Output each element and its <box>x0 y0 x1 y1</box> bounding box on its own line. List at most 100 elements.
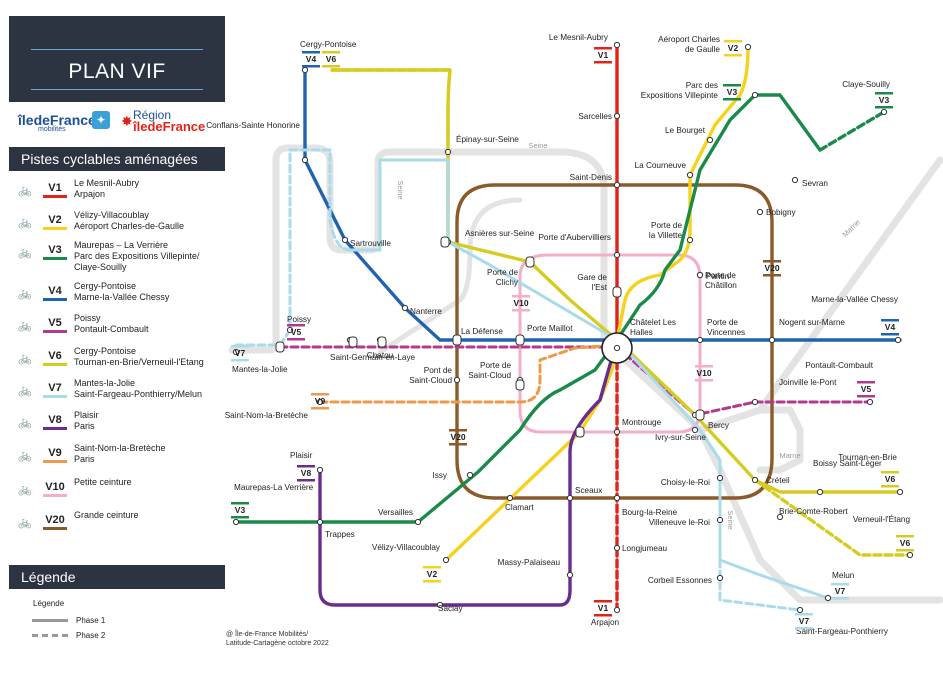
line-endpoint-text: Arpajon <box>74 189 106 199</box>
phase1-sample <box>32 619 68 622</box>
badge-color-top <box>322 51 340 54</box>
station-stop <box>880 108 888 116</box>
line-v7-south <box>718 558 802 612</box>
badge-color-top <box>297 465 315 468</box>
station-stop <box>686 171 694 179</box>
line-endpoint-text: Marne-la-Vallée Chessy <box>74 292 170 302</box>
badge-color-top <box>423 566 441 569</box>
phase1-label: Phase 1 <box>76 616 106 625</box>
river-label-seine-south: Seine <box>726 510 735 529</box>
line-badge-label: V3 <box>879 95 890 105</box>
marne-river <box>756 156 943 414</box>
station-label: Poissy <box>287 315 312 324</box>
station-label: Arpajon <box>591 618 620 627</box>
line-color-swatch <box>43 427 67 430</box>
badge-color-bottom <box>724 54 742 57</box>
badge-color-bottom <box>723 98 741 101</box>
line-color-swatch <box>43 460 67 463</box>
line-endpoint-text: Parc des Expositions Villepinte/ <box>74 251 200 261</box>
station-stop <box>691 426 699 434</box>
line-endpoint-text: Pontault-Combault <box>74 324 149 334</box>
station-label: Sevran <box>802 179 828 188</box>
badge-color-bottom <box>231 359 249 362</box>
station-label: Massy-Palaiseau <box>498 558 561 567</box>
station-label: Marne-la-Vallée Chessy <box>811 295 899 304</box>
badge-color-bottom <box>831 597 849 600</box>
bicycle-icon: 🚲 <box>18 353 32 365</box>
station-label: La Défense <box>461 327 503 336</box>
badge-color-top <box>723 84 741 87</box>
station-label: Saint-Germain-en-Laye <box>330 353 416 362</box>
seine-river-west <box>377 197 523 355</box>
interchange-stop <box>695 409 705 421</box>
bicycle-icon: 🚲 <box>18 247 32 259</box>
station-label: l'Est <box>592 283 608 292</box>
line-endpoint-text: Grande ceinture <box>74 510 139 520</box>
badge-color-top <box>831 583 849 586</box>
badge-color-bottom <box>896 549 914 552</box>
title-rule-bottom <box>31 89 203 90</box>
line-endpoint-text: Cergy-Pontoise <box>74 346 137 356</box>
interchange-stop <box>515 334 525 346</box>
interchange-stop <box>575 426 585 438</box>
interchange-stop <box>377 336 387 348</box>
badge-color-top <box>763 260 781 263</box>
line-color-swatch <box>43 330 67 333</box>
badge-color-top <box>287 324 305 327</box>
badge-color-bottom <box>231 516 249 519</box>
line-badge-v2: V2 <box>423 566 441 583</box>
bicycle-icon: 🚲 <box>18 288 32 300</box>
line-badge-v7: V7 <box>831 583 849 600</box>
station-stop <box>716 516 724 524</box>
station-label: Bobigny <box>766 208 796 217</box>
line-endpoint-text: Le Mesnil-Aubry <box>74 178 140 188</box>
line-v7-west <box>234 148 352 347</box>
station-label: Sartrouville <box>350 239 391 248</box>
station-label: Saclay <box>438 604 463 613</box>
line-badge-label: V6 <box>326 54 337 64</box>
station-stop <box>751 91 759 99</box>
badge-color-bottom <box>297 479 315 482</box>
station-stop <box>232 518 240 526</box>
interchange-stop <box>452 334 462 346</box>
station-stop <box>696 271 704 279</box>
region-logo-top: Région <box>133 108 172 122</box>
station-label: Sarcelles <box>578 112 612 121</box>
station-stop <box>613 606 621 614</box>
line-code: V10 <box>45 481 65 493</box>
line-code: V2 <box>48 214 62 226</box>
line-badge-label: V6 <box>885 474 896 484</box>
station-stop <box>613 344 621 352</box>
line-badge-v9: V9 <box>311 393 329 410</box>
badge-color-top <box>311 393 329 396</box>
line-badge-v3: V3 <box>723 84 741 101</box>
badge-color-top <box>231 345 249 348</box>
station-label: Saint-Denis <box>570 173 612 182</box>
station-stop <box>301 156 309 164</box>
station-label: Brie-Comte-Robert <box>779 507 848 516</box>
title-box: PLAN VIF <box>9 16 225 102</box>
line-code: V7 <box>48 382 62 394</box>
idf-logo-text: îledeFrance <box>18 112 96 128</box>
station-stop <box>824 594 832 602</box>
river-label-seine-north: Seine <box>528 141 547 150</box>
region-logo-bottom: îledeFrance <box>133 119 206 134</box>
line-v9 <box>318 343 619 404</box>
station-stop <box>316 518 324 526</box>
badge-color-top <box>231 502 249 505</box>
station-label: Nanterre <box>410 307 442 316</box>
interchange-stop <box>275 341 285 353</box>
bicycle-icon: 🚲 <box>18 417 32 429</box>
line-badge-label: V7 <box>835 586 846 596</box>
station-stop <box>613 494 621 502</box>
station-label: Choisy-le-Roi <box>661 478 710 487</box>
interchange-stop <box>612 286 622 298</box>
line-badge-v6: V6 <box>896 535 914 552</box>
